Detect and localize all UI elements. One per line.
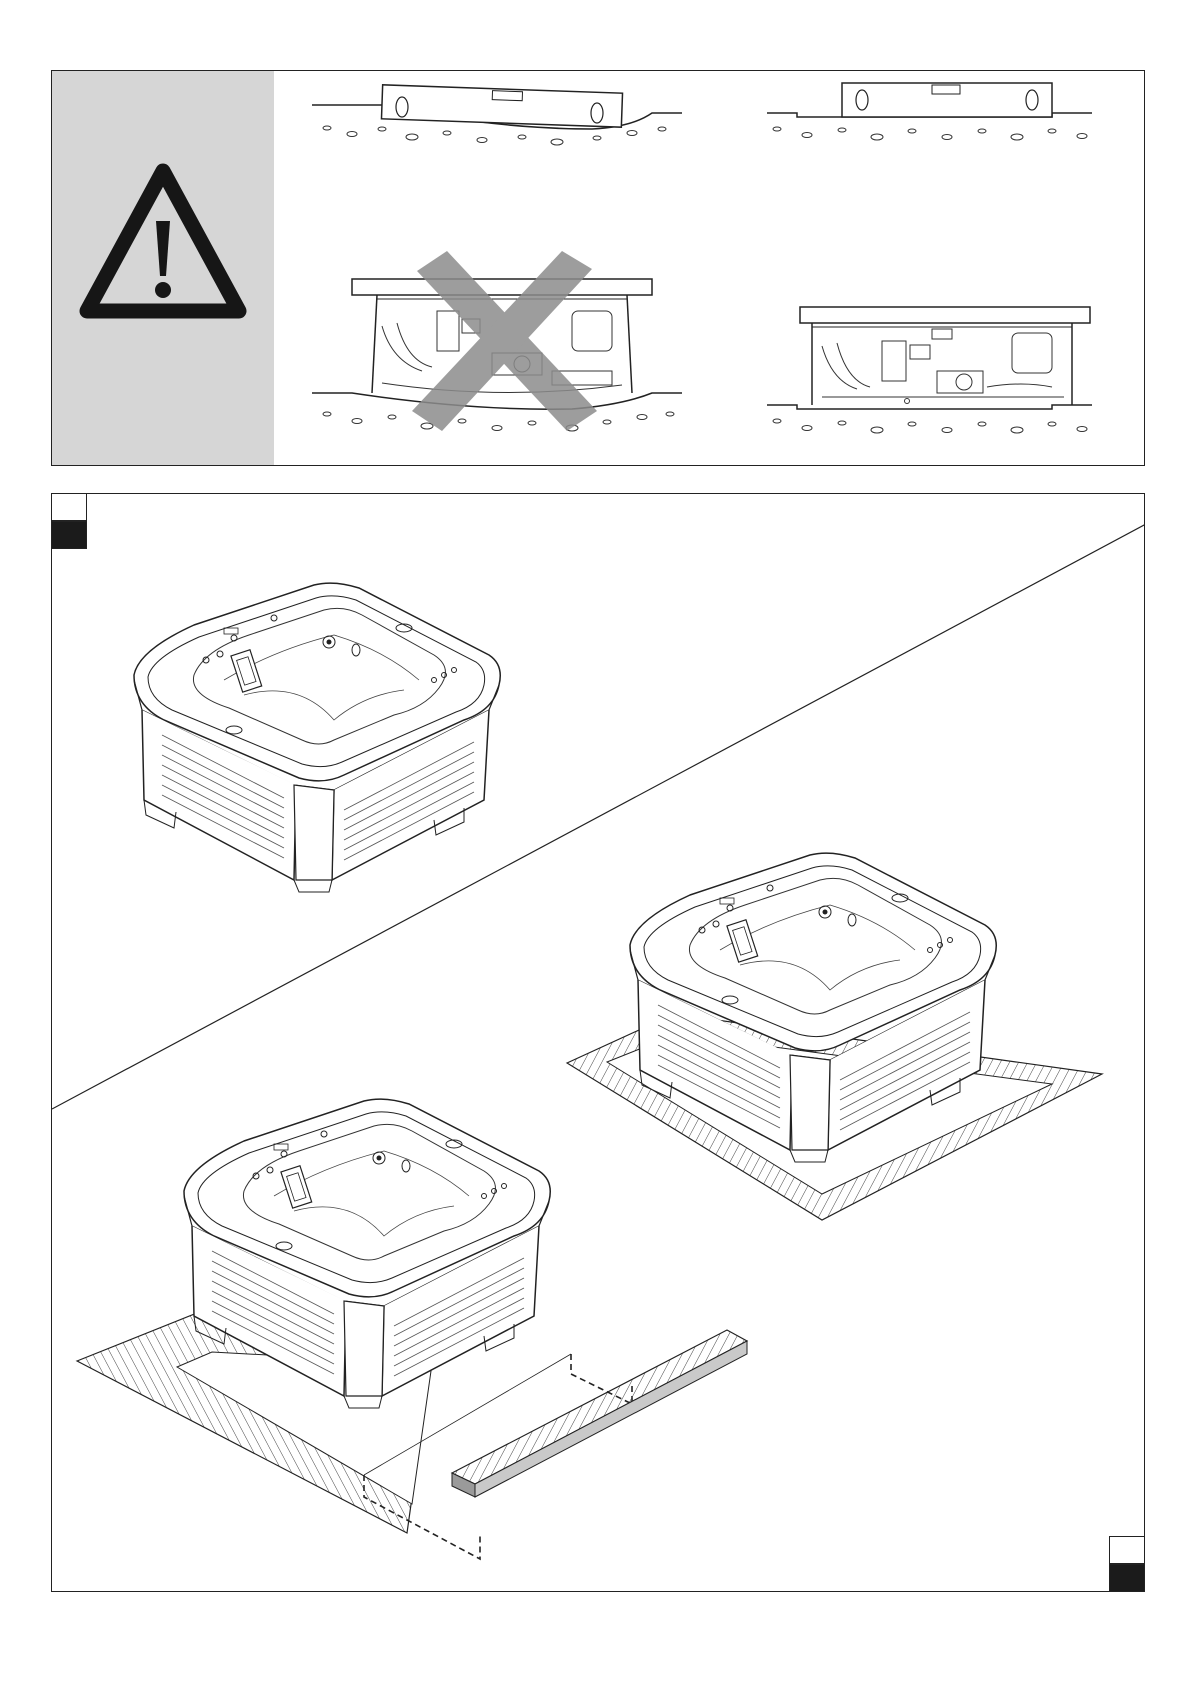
correct-tub-placement-view bbox=[767, 307, 1092, 433]
level-comparison-illustration bbox=[52, 71, 1146, 467]
spa-tub-decking-assembly-illustration bbox=[77, 1099, 747, 1559]
page-marker-black bbox=[1109, 1564, 1145, 1592]
cross-icon bbox=[412, 251, 597, 431]
warning-panel bbox=[51, 70, 1145, 466]
installation-illustration bbox=[52, 494, 1145, 1592]
step-marker-black bbox=[51, 521, 87, 549]
page-marker-white bbox=[1109, 1536, 1145, 1564]
flat-ground-level-view bbox=[767, 83, 1092, 140]
spa-tub-on-decking-illustration bbox=[567, 853, 1102, 1220]
incorrect-tub-placement-view bbox=[312, 251, 682, 431]
uneven-ground-level-view bbox=[312, 85, 682, 145]
step-marker-white bbox=[51, 493, 87, 521]
spirit-level-icon bbox=[842, 83, 1052, 117]
installation-panel bbox=[51, 493, 1145, 1592]
spa-tub-illustration bbox=[134, 583, 500, 892]
